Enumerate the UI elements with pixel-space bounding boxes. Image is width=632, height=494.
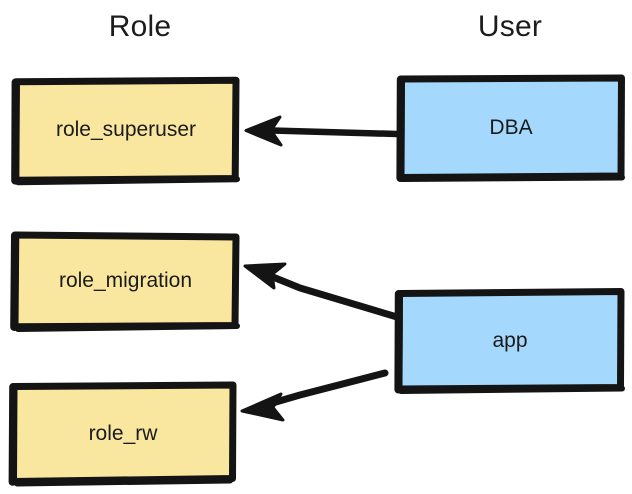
node-role-migration[interactable]: role_migration (10, 231, 240, 332)
edge-dba-to-role-superuser (244, 115, 401, 147)
node-label-role-migration: role_migration (58, 268, 193, 292)
node-role-superuser[interactable]: role_superuser (11, 76, 240, 186)
node-label-role-superuser: role_superuser (55, 118, 197, 141)
node-label-dba: DBA (489, 116, 533, 139)
column-header-role: Role (108, 10, 172, 43)
node-app[interactable]: app (394, 288, 625, 394)
node-role-rw[interactable]: role_rw (8, 381, 237, 487)
node-label-role-rw: role_rw (88, 422, 158, 445)
edge-app-to-role-rw (240, 369, 389, 422)
node-label-app: app (492, 329, 528, 352)
node-dba[interactable]: DBA (396, 74, 625, 182)
column-header-user: User (477, 10, 543, 43)
edge-app-to-role-migration (243, 262, 401, 321)
